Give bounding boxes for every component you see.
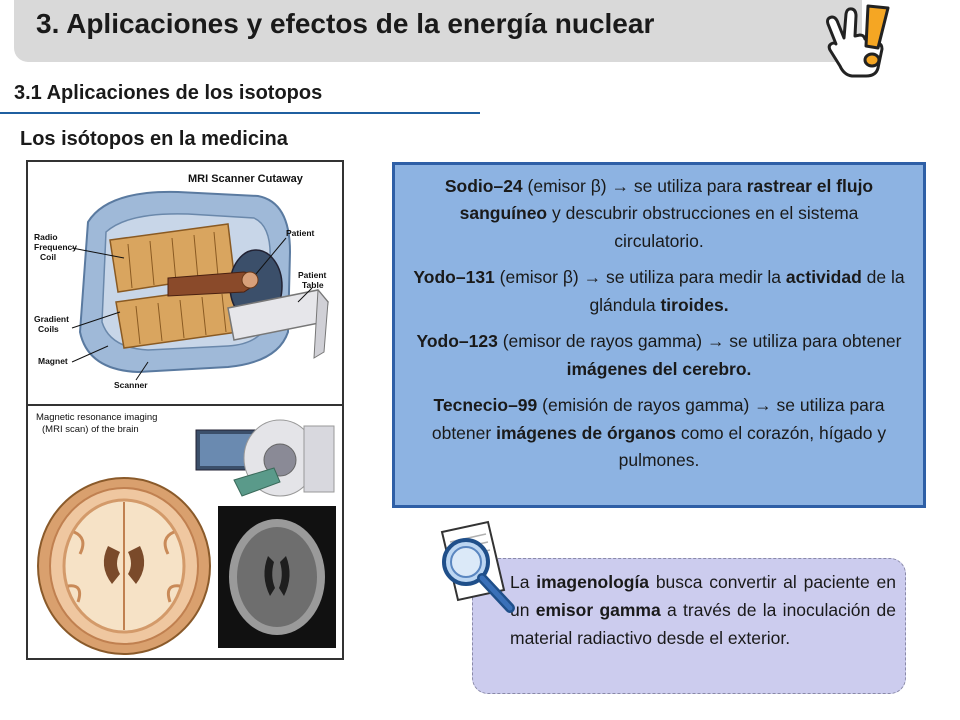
label-gradient: Gradient [34,314,69,324]
isotopes-info-box: Sodio–24 (emisor β) → se utiliza para ra… [392,162,926,508]
page-title: 3. Aplicaciones y efectos de la energía … [36,8,655,39]
isotope-tecnecio-99: Tecnecio–99 (emisión de rayos gamma) → s… [413,392,905,474]
isotope-text: (emisor de rayos gamma) → se utiliza par… [497,331,902,352]
label-patient-table-2: Table [302,280,324,290]
note-segment: La [510,572,537,592]
isotope-yodo-123: Yodo–123 (emisor de rayos gamma) → se ut… [413,328,905,383]
isotope-highlight: actividad [785,267,862,288]
mri-heading: MRI Scanner Cutaway [188,173,304,185]
note-highlight: emisor gamma [535,600,661,620]
label-frequency: Frequency [34,242,77,252]
isotope-name: Tecnecio–99 [433,395,538,416]
note-box [472,558,906,694]
mri-scanner-cutaway-image: MRI Scanner Cutaway Radio Frequency Coil… [26,160,344,406]
isotope-text: y descubrir obstrucciones en el sistema … [547,203,859,251]
isotope-name: Yodo–123 [416,331,498,352]
isotope-highlight: imágenes de órganos [496,422,676,443]
brain-mri-image: Magnetic resonance imaging (MRI scan) of… [26,404,344,660]
label-coils: Coils [38,324,59,334]
subsection-title: Los isótopos en la medicina [20,128,288,150]
section-divider [0,112,480,114]
isotope-text: (emisor β) → se utiliza para [522,176,747,196]
isotope-highlight: tiroides. [660,294,729,315]
isotope-highlight: imágenes del cerebro. [566,358,752,379]
brain-caption-line2: (MRI scan) of the brain [42,424,139,435]
label-coil: Coil [40,252,56,262]
note-highlight: imagenología [536,572,650,592]
note-text: La imagenología busca convertir al pacie… [510,568,896,652]
brain-caption-line1: Magnetic resonance imaging [36,412,157,423]
isotope-text: (emisión de rayos gamma) → se utiliza pa… [431,395,885,443]
label-patient-table-1: Patient [298,270,327,280]
hand-pointer-exclamation-icon [826,4,890,78]
isotope-name: Yodo–131 [413,267,495,288]
note-segment: busca convertir al paciente en un [510,572,896,620]
isotope-yodo-131: Yodo–131 (emisor β) → se utiliza para me… [413,264,905,319]
magnifier-document-icon [440,520,515,613]
isotope-text: (emisor β) → se utiliza para medir la [494,267,786,288]
note-segment: a través de la inoculación de material r… [510,600,897,648]
isotope-text: como el corazón, hígado y pulmones. [618,422,887,471]
label-patient: Patient [286,228,315,238]
isotope-sodio-24: Sodio–24 (emisor β) → se utiliza para ra… [413,173,905,255]
isotope-name: Sodio–24 [444,176,523,196]
isotope-text: de la glándula [589,267,905,315]
label-radio: Radio [34,232,58,242]
label-scanner: Scanner [114,380,148,390]
isotope-highlight: rastrear el flujo sanguíneo [459,176,874,224]
section-title: 3.1 Aplicaciones de los isotopos [14,82,323,104]
label-magnet: Magnet [38,356,68,366]
title-bar: 3. Aplicaciones y efectos de la energía … [14,0,862,62]
